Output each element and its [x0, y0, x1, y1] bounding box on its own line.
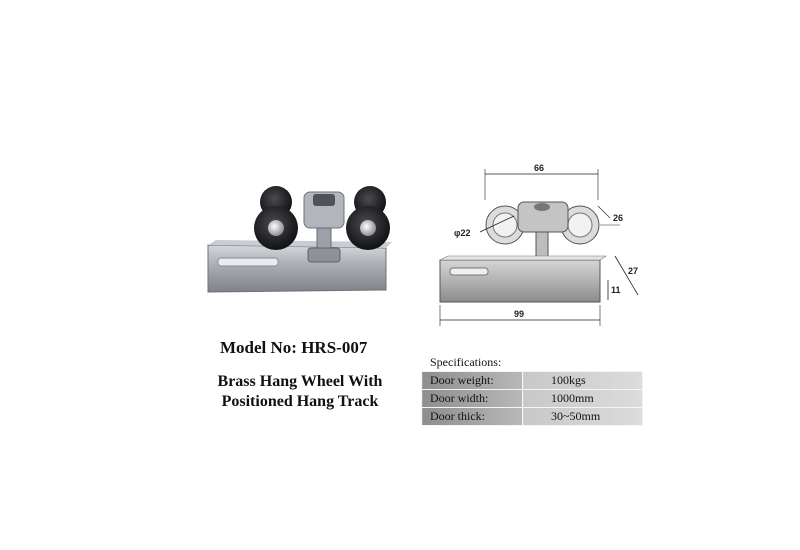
spec-value-door-thick: 30~50mm	[522, 407, 643, 426]
spec-label-door-thick: Door thick:	[421, 407, 523, 426]
table-row: Door thick: 30~50mm	[421, 407, 643, 426]
table-row: Door width: 1000mm	[421, 389, 643, 408]
spec-label-door-width: Door width:	[421, 389, 523, 408]
product-description: Brass Hang Wheel With Positioned Hang Tr…	[200, 372, 400, 412]
spec-value-door-weight: 100kgs	[522, 371, 643, 390]
table-row: Door weight: 100kgs	[421, 371, 643, 390]
dim-depth: 27	[628, 266, 638, 276]
specifications-title: Specifications:	[430, 355, 502, 369]
specifications-table: Door weight: 100kgs Door width: 1000mm D…	[421, 371, 643, 426]
spec-value-door-width: 1000mm	[522, 389, 643, 408]
dim-length: 99	[514, 309, 524, 319]
description-line-2: Positioned Hang Track	[221, 393, 379, 410]
model-number: Model No: HRS-007	[220, 338, 368, 357]
dim-height: 11	[611, 285, 621, 295]
product-photo	[207, 186, 392, 293]
description-line-1: Brass Hang Wheel With	[217, 373, 383, 390]
dim-wheel-diameter: φ22	[454, 228, 470, 238]
dim-wheel-width: 26	[613, 213, 623, 223]
spec-label-door-weight: Door weight:	[421, 371, 523, 390]
dim-width-top: 66	[534, 163, 544, 173]
technical-drawing: 66 φ22 26 27 11 99	[439, 163, 639, 326]
